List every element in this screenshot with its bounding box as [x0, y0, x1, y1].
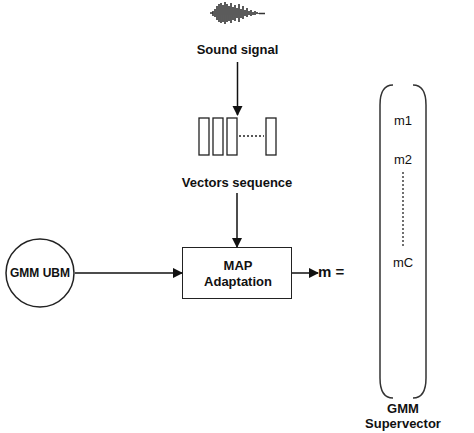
feature-vector: [199, 118, 209, 155]
signal-node: Sound signal: [190, 0, 285, 62]
vector-text: mC: [383, 255, 423, 271]
vector-text: m =: [318, 264, 362, 280]
ellipsis-line: [402, 172, 403, 248]
vector-text: GMM Supervector: [358, 401, 448, 431]
flow-arrow: [292, 272, 318, 274]
vector-bracket: [318, 80, 430, 433]
caption-text: Sound signal: [190, 42, 285, 58]
vector-text: m1: [383, 113, 423, 129]
flow-arrow: [237, 62, 239, 115]
feature-vector: [266, 118, 276, 155]
process-box: MAP Adaptation: [182, 247, 292, 299]
supervector-node: m =m1m2mCGMM Supervector: [318, 80, 430, 433]
ellipsis-line: [239, 135, 264, 136]
sound-waveform: [210, 2, 265, 24]
vector-text: m2: [383, 152, 423, 168]
model-circle: GMM UBM: [5, 238, 75, 308]
flow-arrow: [236, 193, 238, 247]
caption-text: Vectors sequence: [170, 175, 304, 191]
flow-arrow: [75, 272, 182, 274]
feature-vector: [213, 118, 223, 155]
feature-vector: [227, 118, 237, 155]
vector-frames: [199, 118, 276, 155]
vector-node: Vectors sequence: [170, 115, 304, 193]
node-label: GMM UBM: [5, 265, 75, 281]
process-label: MAP Adaptation: [198, 258, 278, 290]
